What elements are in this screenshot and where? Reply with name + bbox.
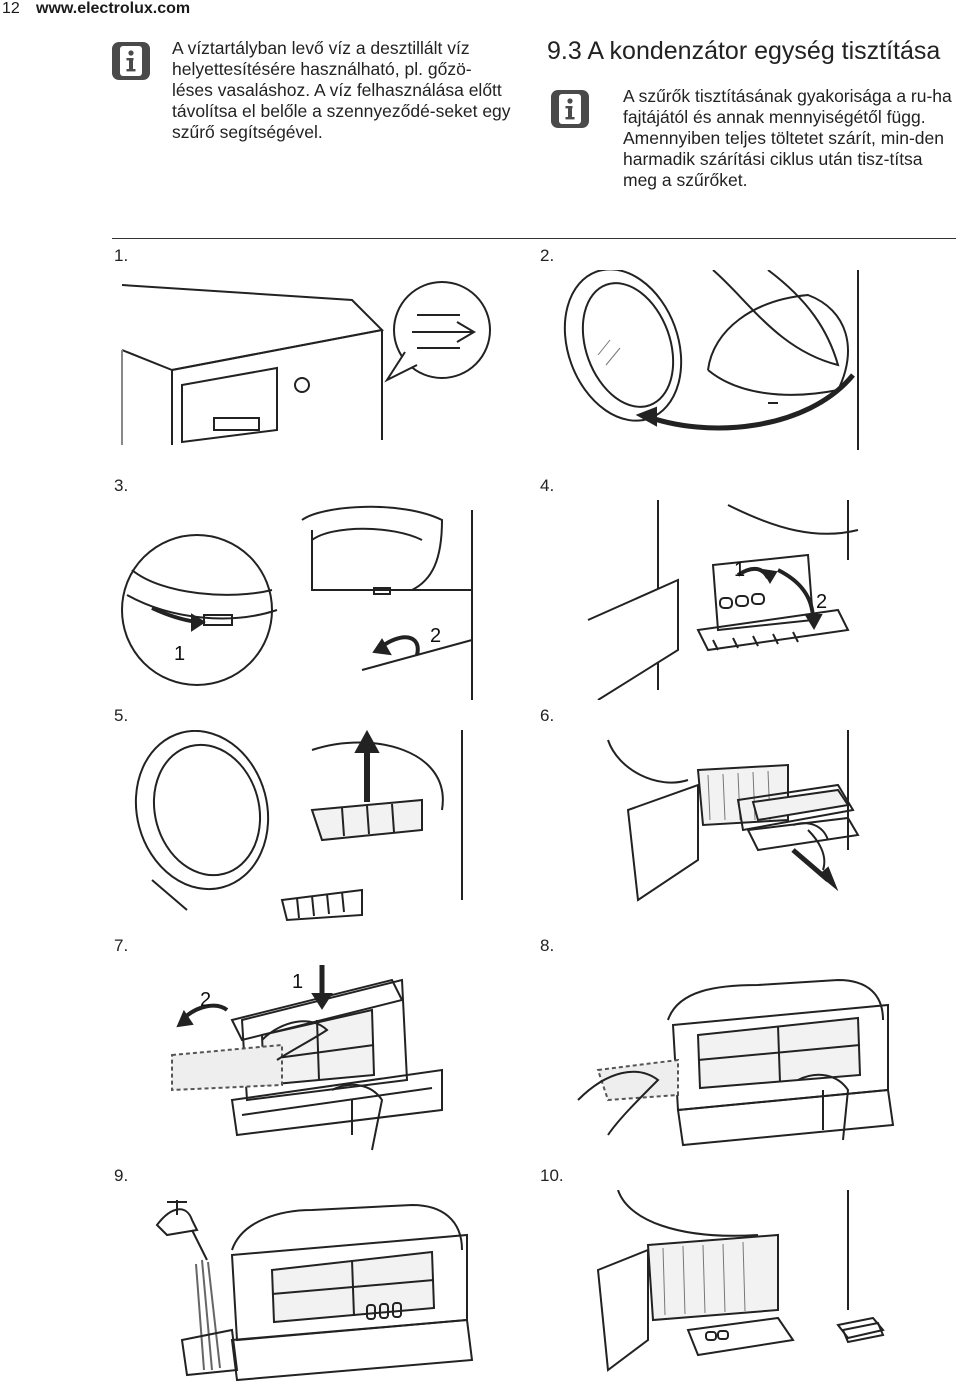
callout-label: 1	[174, 643, 185, 665]
step-number: 9.	[114, 1166, 129, 1185]
callout-label: 2	[816, 591, 827, 613]
step-number: 10.	[540, 1166, 564, 1185]
info-icon	[112, 42, 150, 80]
step-number: 5.	[114, 706, 129, 725]
page-header: 12 www.electrolux.com	[0, 0, 960, 24]
note-paragraph: A szűrők tisztításának gyakorisága a ru-…	[623, 86, 952, 127]
callout-label: 1	[734, 559, 745, 581]
callout-label: 1	[292, 971, 303, 993]
step-number: 2.	[540, 246, 555, 265]
step-number: 6.	[540, 706, 555, 725]
illustration-step-4: 1 2	[538, 500, 958, 700]
illustration-step-10	[538, 1190, 958, 1382]
site-url: www.electrolux.com	[36, 0, 191, 17]
note-filter-frequency: A szűrők tisztításának gyakorisága a ru-…	[623, 86, 958, 191]
note-distilled-water: A víztartályban levő víz a desztillált v…	[172, 38, 511, 142]
step-number: 1.	[114, 246, 129, 265]
info-icon	[551, 90, 589, 128]
step-number: 4.	[540, 476, 555, 495]
illustration-step-8	[538, 960, 958, 1160]
callout-label: 2	[200, 989, 211, 1011]
note-paragraph: Amennyiben teljes töltetet szárít, min-d…	[623, 128, 944, 190]
illustration-step-5	[112, 730, 512, 930]
step-number: 8.	[540, 936, 555, 955]
illustration-step-6	[538, 730, 958, 930]
callout-label: 2	[430, 625, 441, 647]
section-title: 9.3 A kondenzátor egység tisztítása	[547, 37, 941, 65]
step-number: 7.	[114, 936, 129, 955]
step-number: 3.	[114, 476, 129, 495]
page-number: 12	[2, 0, 20, 17]
divider	[112, 238, 956, 239]
illustration-step-1	[112, 270, 512, 470]
illustration-step-7: 2 1	[112, 960, 512, 1160]
illustration-step-2	[538, 270, 958, 470]
illustration-step-9	[112, 1190, 512, 1382]
illustration-step-3: 1 2	[112, 500, 512, 700]
